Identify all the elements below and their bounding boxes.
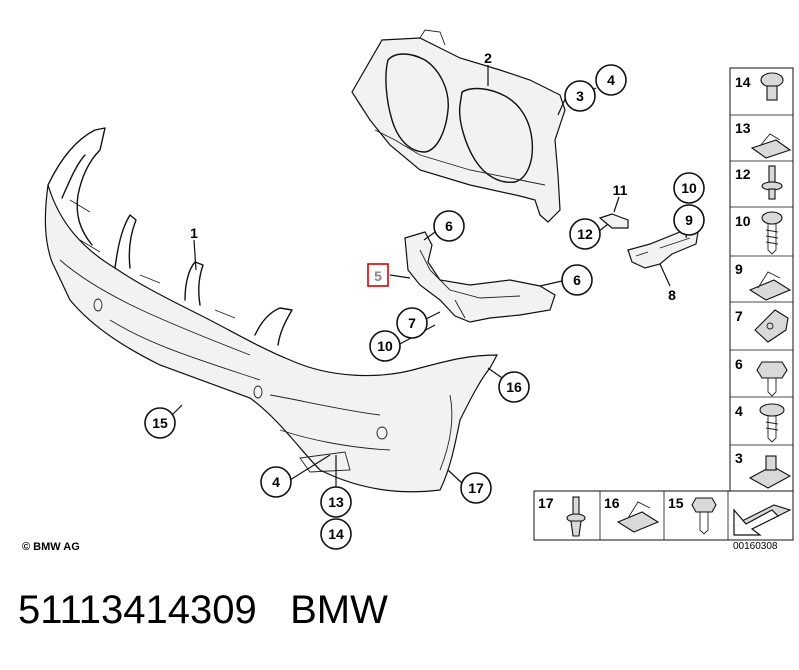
callout-label: 7 bbox=[408, 315, 416, 331]
callout-label: 4 bbox=[272, 474, 280, 490]
callout-12: 12 bbox=[569, 218, 601, 250]
side-panel-label: 14 bbox=[735, 74, 751, 90]
callout-17: 17 bbox=[460, 472, 492, 504]
fastener-9-icon bbox=[748, 271, 792, 301]
callout-label: 12 bbox=[577, 226, 593, 242]
callout-6-right: 6 bbox=[561, 264, 593, 296]
callout-15: 15 bbox=[144, 407, 176, 439]
callout-label: 3 bbox=[576, 88, 584, 104]
bottom-panel-label: 17 bbox=[538, 495, 554, 511]
fastener-15-icon bbox=[691, 497, 717, 535]
bottom-panel-label: 16 bbox=[604, 495, 620, 511]
callout-label: 4 bbox=[607, 72, 615, 88]
fastener-bottom-panel: 17 16 15 bbox=[533, 490, 794, 541]
side-panel-label: 13 bbox=[735, 120, 751, 136]
part-title: 51113414309 BMW bbox=[18, 587, 388, 633]
callout-label: 5 bbox=[374, 268, 382, 284]
callout-label: 11 bbox=[613, 182, 628, 198]
carrier-frame-drawing bbox=[351, 29, 566, 223]
fastener-13-icon bbox=[750, 133, 792, 159]
bottom-panel-label: 15 bbox=[668, 495, 684, 511]
callout-11: 11 bbox=[613, 182, 628, 198]
callout-label: 13 bbox=[328, 494, 344, 510]
copyright-text: © BMW AG bbox=[22, 541, 80, 553]
callout-label: 2 bbox=[484, 50, 492, 66]
direction-arrow-icon bbox=[732, 504, 792, 536]
callout-1: 1 bbox=[190, 225, 198, 241]
side-panel-label: 4 bbox=[735, 403, 743, 419]
side-panel-label: 6 bbox=[735, 356, 743, 372]
brand-name: BMW bbox=[290, 588, 388, 632]
small-bracket-drawing bbox=[598, 213, 699, 269]
callout-10-center: 10 bbox=[369, 330, 401, 362]
callout-4-top: 4 bbox=[595, 64, 627, 96]
callout-label: 9 bbox=[685, 212, 693, 228]
fastener-12-icon bbox=[761, 165, 783, 200]
callout-label: 8 bbox=[668, 287, 676, 303]
callout-label: 10 bbox=[377, 338, 393, 354]
callout-2: 2 bbox=[484, 50, 492, 66]
fastener-4-icon bbox=[759, 403, 785, 443]
callout-label: 10 bbox=[681, 180, 697, 196]
side-panel-label: 10 bbox=[735, 213, 751, 229]
side-panel-label: 3 bbox=[735, 450, 743, 466]
fastener-3-icon bbox=[748, 455, 792, 489]
part-number: 51113414309 bbox=[18, 588, 257, 632]
callout-label: 15 bbox=[152, 415, 168, 431]
fastener-10-icon bbox=[761, 211, 783, 255]
fastener-14-icon bbox=[760, 72, 784, 101]
fastener-6-icon bbox=[756, 361, 788, 397]
callout-label: 14 bbox=[328, 526, 344, 542]
fastener-7-icon bbox=[754, 309, 789, 343]
callout-16: 16 bbox=[498, 371, 530, 403]
callout-14: 14 bbox=[320, 518, 352, 550]
callout-6-upper: 6 bbox=[433, 210, 465, 242]
callout-10-right: 10 bbox=[673, 172, 705, 204]
callout-7: 7 bbox=[396, 307, 428, 339]
fastener-17-icon bbox=[566, 496, 586, 537]
callout-label: 16 bbox=[506, 379, 522, 395]
callout-3: 3 bbox=[564, 80, 596, 112]
side-panel-label: 12 bbox=[735, 166, 751, 182]
callout-label: 17 bbox=[468, 480, 484, 496]
fastener-16-icon bbox=[616, 501, 660, 533]
bracket-drawing bbox=[404, 231, 556, 323]
callout-label: 1 bbox=[190, 225, 198, 241]
callout-9: 9 bbox=[673, 204, 705, 236]
bumper-cover-drawing bbox=[44, 127, 499, 493]
side-panel-label: 9 bbox=[735, 261, 743, 277]
fastener-side-panel: 14 13 12 10 9 7 6 4 3 bbox=[729, 67, 794, 495]
callout-label: 6 bbox=[573, 272, 581, 288]
callout-4-bottom: 4 bbox=[260, 466, 292, 498]
document-number: 00160308 bbox=[733, 541, 778, 552]
side-panel-label: 7 bbox=[735, 308, 743, 324]
callout-5: 5 bbox=[367, 263, 389, 287]
callout-13: 13 bbox=[320, 486, 352, 518]
callout-label: 6 bbox=[445, 218, 453, 234]
callout-8: 8 bbox=[668, 287, 676, 303]
